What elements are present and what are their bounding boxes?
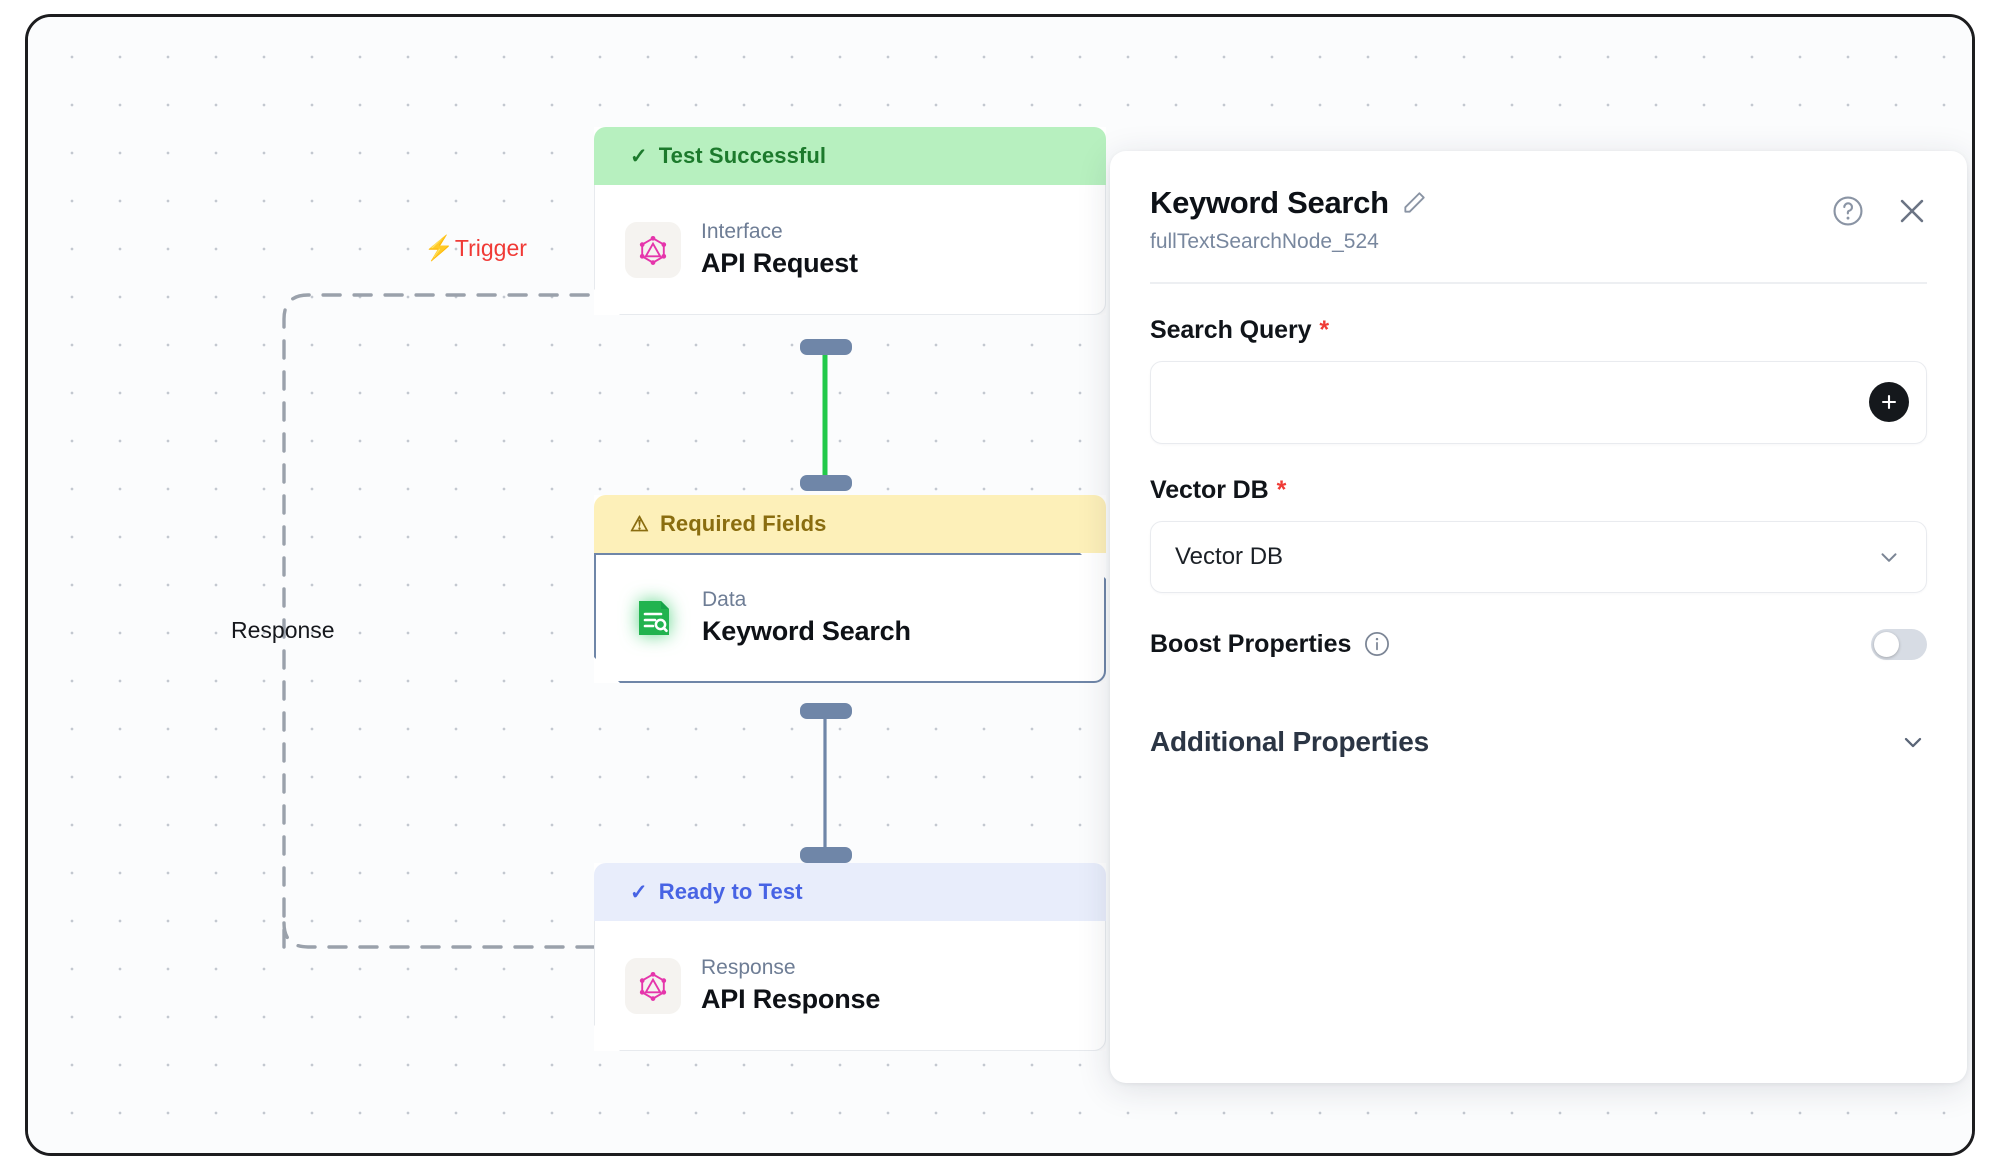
node-title: Keyword Search: [702, 616, 911, 647]
check-icon: ✓: [630, 144, 648, 168]
node-api-request[interactable]: ✓ Test Successful: [594, 127, 1106, 315]
panel-title: Keyword Search: [1150, 185, 1389, 220]
node-body[interactable]: Response API Response: [594, 921, 1106, 1051]
additional-properties-accordion[interactable]: Additional Properties: [1150, 726, 1927, 758]
node-keyword-search[interactable]: ⚠ Required Fields: [594, 495, 1106, 683]
node-title: API Request: [701, 247, 858, 278]
required-marker: *: [1276, 475, 1287, 504]
handle-source-keyword: [800, 703, 852, 719]
panel-subtitle: fullTextSearchNode_524: [1150, 230, 1379, 253]
node-kind: Response: [701, 955, 796, 979]
info-circle-icon[interactable]: [1363, 630, 1391, 658]
node-status-banner-warning: ⚠ Required Fields: [594, 495, 1106, 553]
vector-db-label-text: Vector DB: [1150, 475, 1269, 504]
node-text: Data Keyword Search: [702, 587, 911, 649]
node-status-label: Test Successful: [658, 143, 827, 168]
search-query-label: Search Query *: [1150, 316, 1927, 345]
boost-properties-label: Boost Properties: [1150, 630, 1391, 659]
pencil-icon[interactable]: [1401, 190, 1427, 216]
panel-body: Search Query * Vector DB *: [1110, 316, 1967, 758]
handle-target-response: [800, 847, 852, 863]
panel-actions: [1831, 194, 1929, 228]
boost-properties-row: Boost Properties: [1150, 628, 1927, 660]
graphql-icon: [625, 958, 681, 1014]
node-text: Interface API Request: [701, 219, 858, 281]
trigger-label-text: Trigger: [454, 235, 527, 261]
node-body[interactable]: Interface API Request: [594, 185, 1106, 315]
lightning-bolt-icon: ⚡: [424, 234, 454, 262]
node-title: API Response: [701, 983, 881, 1014]
handle-source-request: [800, 339, 852, 355]
app-window: ⚡ Trigger Response ✓ Test Successful: [25, 14, 1975, 1156]
additional-properties-title: Additional Properties: [1150, 725, 1429, 757]
edge-response: [282, 921, 596, 949]
panel-divider: [1150, 282, 1927, 284]
help-circle-icon[interactable]: [1831, 194, 1865, 228]
chevron-down-icon: [1899, 728, 1927, 756]
node-status-banner-ready: ✓ Ready to Test: [594, 863, 1106, 921]
keyword-search-icon: [626, 590, 682, 646]
vector-db-select[interactable]: Vector DB: [1150, 520, 1927, 593]
edge-label-response: Response: [231, 617, 335, 643]
node-properties-panel: Keyword Search fullTextSearchNode_524: [1110, 151, 1967, 1083]
add-query-button[interactable]: [1869, 382, 1909, 422]
toggle-knob: [1874, 631, 1899, 657]
node-status-label: Required Fields: [659, 511, 827, 536]
node-api-response[interactable]: ✓ Ready to Test: [594, 863, 1106, 1051]
node-status-label: Ready to Test: [658, 879, 803, 904]
handle-target-keyword: [800, 475, 852, 491]
vector-db-selected-value: Vector DB: [1175, 542, 1284, 570]
vector-db-label: Vector DB *: [1150, 476, 1927, 505]
search-query-field[interactable]: [1150, 360, 1927, 444]
panel-header: Keyword Search fullTextSearchNode_524: [1110, 151, 1967, 254]
edge-layer: [282, 293, 852, 949]
close-icon[interactable]: [1895, 194, 1929, 228]
node-kind: Interface: [701, 219, 783, 243]
plus-icon: [1881, 394, 1897, 410]
boost-properties-label-text: Boost Properties: [1150, 629, 1352, 658]
node-text: Response API Response: [701, 955, 880, 1017]
check-icon: ✓: [630, 880, 648, 904]
graphql-icon: [625, 222, 681, 278]
chevron-down-icon: [1876, 544, 1902, 570]
boost-properties-toggle[interactable]: [1871, 628, 1927, 660]
node-status-banner-success: ✓ Test Successful: [594, 127, 1106, 185]
edge-label-trigger: ⚡ Trigger: [424, 235, 527, 262]
search-query-label-text: Search Query: [1150, 315, 1312, 344]
search-query-input[interactable]: [1173, 389, 1904, 415]
node-body[interactable]: Data Keyword Search: [594, 553, 1106, 683]
node-kind: Data: [702, 588, 747, 611]
warning-triangle-icon: ⚠: [630, 512, 649, 536]
panel-title-row: Keyword Search: [1150, 185, 1927, 221]
required-marker: *: [1319, 315, 1330, 344]
flow-canvas[interactable]: ⚡ Trigger Response ✓ Test Successful: [28, 17, 1972, 1153]
edge-trigger: [282, 293, 596, 949]
